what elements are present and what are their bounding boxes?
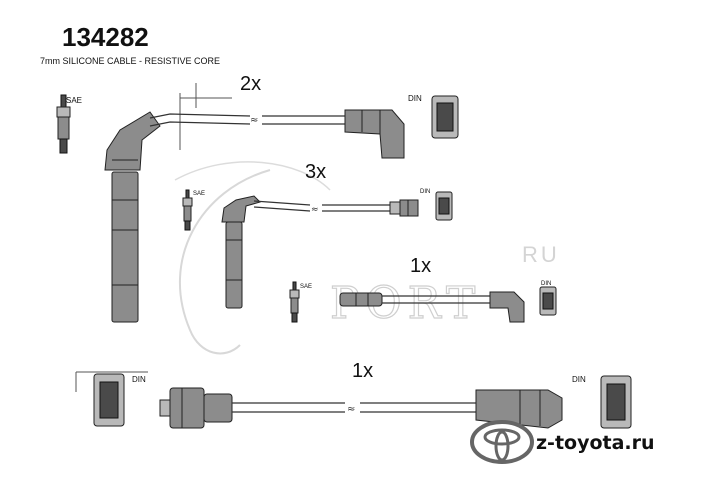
part-number: 134282: [62, 22, 149, 52]
svg-text:≈: ≈: [250, 115, 258, 126]
din-terminal-icon: [431, 95, 459, 139]
plug-boot: [104, 111, 161, 323]
lead-quantity: 1x: [352, 360, 373, 382]
lead-3x: 3x SAE ≈ DIN: [182, 161, 453, 309]
cable-spec: 7mm SILICONE CABLE - RESISTIVE CORE: [40, 56, 220, 66]
lead-1x-short: 1x SAE DIN: [289, 255, 557, 323]
lead-quantity: 2x: [240, 73, 261, 95]
watermark-suffix: RU: [522, 242, 560, 267]
coil-end-label: DIN: [408, 94, 422, 103]
plug-end-label: SAE: [193, 191, 205, 197]
din-terminal-icon: [539, 286, 557, 316]
lead-quantity: 3x: [305, 161, 326, 183]
watermark-swoosh: [179, 169, 271, 355]
site-watermark: z-toyota.ru: [536, 432, 655, 454]
coil-end-label: DIN: [541, 281, 551, 287]
toyota-logo-icon: [470, 420, 534, 464]
right-boot: [475, 389, 563, 429]
svg-text:≈: ≈: [347, 404, 355, 415]
spark-plug-icon: [56, 94, 71, 154]
din-terminal-icon: [600, 375, 632, 429]
length-reference-lines: [179, 83, 232, 150]
plug-boot: [221, 195, 261, 309]
spark-plug-icon: [289, 281, 300, 323]
left-end-label: DIN: [132, 375, 146, 384]
lead-quantity: 1x: [410, 255, 431, 277]
watermark-arc: [174, 161, 331, 191]
coil-boot: [389, 199, 419, 217]
plug-end-label: SAE: [300, 284, 312, 290]
lead-2x: 2x SAE ≈ DIN: [56, 73, 459, 323]
din-terminal-icon: [435, 191, 453, 221]
spark-plug-icon: [182, 189, 193, 231]
din-terminal-icon: [93, 373, 125, 427]
plug-boot: [339, 292, 383, 307]
lead-1x-din-din: 1x DIN ≈ DIN: [75, 360, 632, 429]
svg-text:≈: ≈: [311, 205, 319, 215]
left-boot: [159, 387, 233, 429]
right-end-label: DIN: [572, 375, 586, 384]
coil-end-label: DIN: [420, 189, 430, 195]
coil-boot-right-angle: [489, 291, 525, 323]
coil-boot-right-angle: [344, 109, 405, 159]
plug-end-label: SAE: [66, 96, 82, 105]
